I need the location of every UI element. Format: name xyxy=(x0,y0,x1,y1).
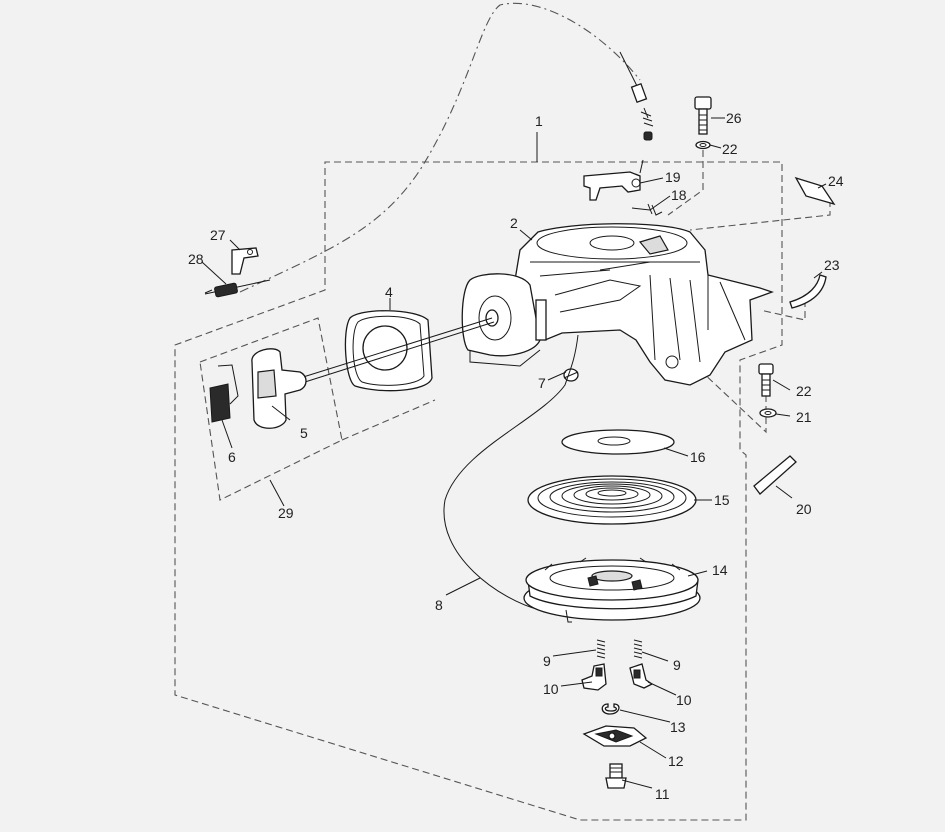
ratchet-12-icon xyxy=(582,725,648,747)
seal-guide-line xyxy=(759,300,806,321)
callout-6: 6 xyxy=(228,449,236,465)
cable-end-icon xyxy=(619,51,654,141)
callout-22-top: 22 xyxy=(722,141,738,157)
callout-1: 1 xyxy=(535,113,543,129)
spring-15-icon xyxy=(527,475,697,525)
screw-11-icon xyxy=(605,763,627,789)
strip-20-icon xyxy=(753,455,797,495)
callout-10-right: 10 xyxy=(676,692,692,708)
rope-guide-7-icon xyxy=(563,368,579,382)
bolt-22-icon xyxy=(758,363,774,397)
handle-5-icon xyxy=(251,348,307,429)
rope-8-icon xyxy=(443,334,579,611)
assembly-1-boundary xyxy=(174,161,783,821)
callout-21: 21 xyxy=(796,409,812,425)
throttle-cable-path xyxy=(239,2,641,293)
seal-23-icon xyxy=(789,274,827,309)
starter-rope-line xyxy=(299,317,493,379)
callout-27: 27 xyxy=(210,227,226,243)
callout-labels: 1 2 4 5 6 7 8 9 9 10 10 11 12 13 14 15 1… xyxy=(188,110,844,802)
callout-18: 18 xyxy=(671,187,687,203)
callout-8: 8 xyxy=(435,597,443,613)
callout-24: 24 xyxy=(828,173,844,189)
reel-14-icon xyxy=(523,557,701,623)
callout-4: 4 xyxy=(385,284,393,300)
bolt-26-icon xyxy=(694,96,712,135)
rope-guide-icon xyxy=(461,273,547,367)
washer-21-icon xyxy=(759,408,777,418)
callout-26: 26 xyxy=(726,110,742,126)
callout-5: 5 xyxy=(300,425,308,441)
callout-22-right: 22 xyxy=(796,383,812,399)
label-24-icon xyxy=(794,176,836,206)
clip-13-icon xyxy=(601,703,620,715)
spring-9-right-icon xyxy=(633,639,643,659)
clamp-28-icon xyxy=(204,279,271,298)
insert-6-icon xyxy=(209,364,239,423)
callout-9-right: 9 xyxy=(673,657,681,673)
bolt-guide-line xyxy=(667,150,704,216)
callout-9-left: 9 xyxy=(543,653,551,669)
plate-16-icon xyxy=(561,429,675,455)
grip-boundary-line xyxy=(341,399,436,441)
starter-rope-line-2 xyxy=(304,321,495,383)
bracket-27-icon xyxy=(231,247,259,275)
callout-7: 7 xyxy=(538,375,546,391)
callout-16: 16 xyxy=(690,449,706,465)
washer-22-top-icon xyxy=(695,140,711,150)
pawl-10-right-icon xyxy=(629,663,654,689)
callout-28: 28 xyxy=(188,251,204,267)
callout-14: 14 xyxy=(712,562,728,578)
callout-29: 29 xyxy=(278,505,294,521)
spring-18-icon xyxy=(631,203,663,216)
callout-19: 19 xyxy=(665,169,681,185)
kit-29-boundary xyxy=(199,317,343,501)
housing-2-icon xyxy=(514,223,774,386)
pawl-10-left-icon xyxy=(581,663,607,691)
bolt22-guide-line xyxy=(699,369,767,434)
callout-12: 12 xyxy=(668,753,684,769)
leader-lines xyxy=(201,117,827,789)
callout-20: 20 xyxy=(796,501,812,517)
lever-19-icon xyxy=(583,159,644,201)
callout-23: 23 xyxy=(824,257,840,273)
label-guide-line xyxy=(689,200,831,231)
callout-2: 2 xyxy=(510,215,518,231)
spring-9-left-icon xyxy=(596,639,606,659)
callout-10-left: 10 xyxy=(543,681,559,697)
callout-13: 13 xyxy=(670,719,686,735)
callout-11: 11 xyxy=(655,786,670,802)
callout-15: 15 xyxy=(714,492,730,508)
